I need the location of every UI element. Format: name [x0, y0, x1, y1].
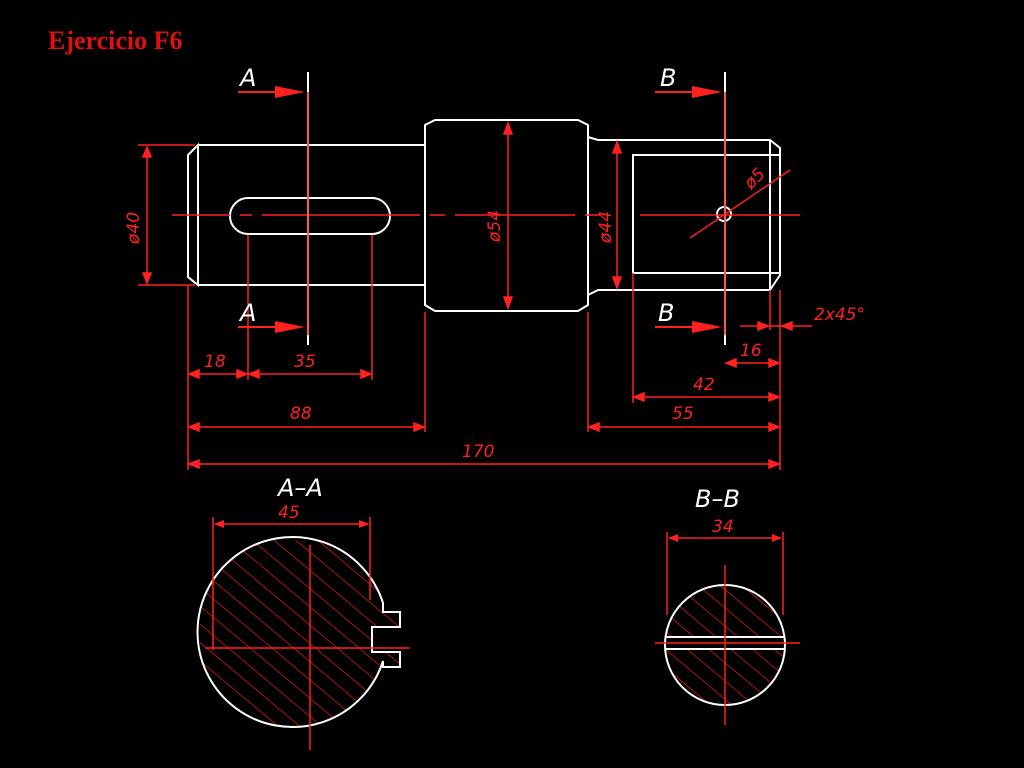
dim-length-42: 42: [693, 375, 715, 395]
section-mark-b-bottom: B: [658, 299, 674, 327]
section-mark-b-top: B: [660, 64, 676, 92]
dim-diameter-44: ø44: [596, 211, 616, 244]
dim-diameter-5: ø5: [740, 164, 770, 194]
section-bb-view: [655, 532, 800, 725]
dim-chamfer: 2x45°: [814, 305, 865, 325]
section-aa-view: [196, 517, 410, 750]
section-mark-a-top: A: [238, 64, 256, 92]
dim-length-18: 18: [204, 352, 226, 372]
dimension-lines: [138, 120, 812, 470]
section-cut-a: [238, 72, 309, 345]
dim-diameter-54: ø54: [485, 210, 505, 243]
dim-length-88: 88: [290, 404, 312, 424]
page-title: Ejercicio F6: [48, 26, 183, 55]
dim-length-16: 16: [740, 341, 762, 361]
dim-length-55: 55: [672, 404, 694, 424]
dim-diameter-40: ø40: [124, 212, 144, 245]
dim-bb-width: 34: [712, 517, 734, 537]
section-title-aa: A–A: [276, 474, 323, 502]
dim-aa-width: 45: [278, 503, 300, 523]
dim-length-35: 35: [294, 352, 316, 372]
section-mark-a-bottom: A: [238, 299, 256, 327]
dim-length-170: 170: [462, 442, 494, 462]
section-title-bb: B–B: [695, 485, 740, 513]
